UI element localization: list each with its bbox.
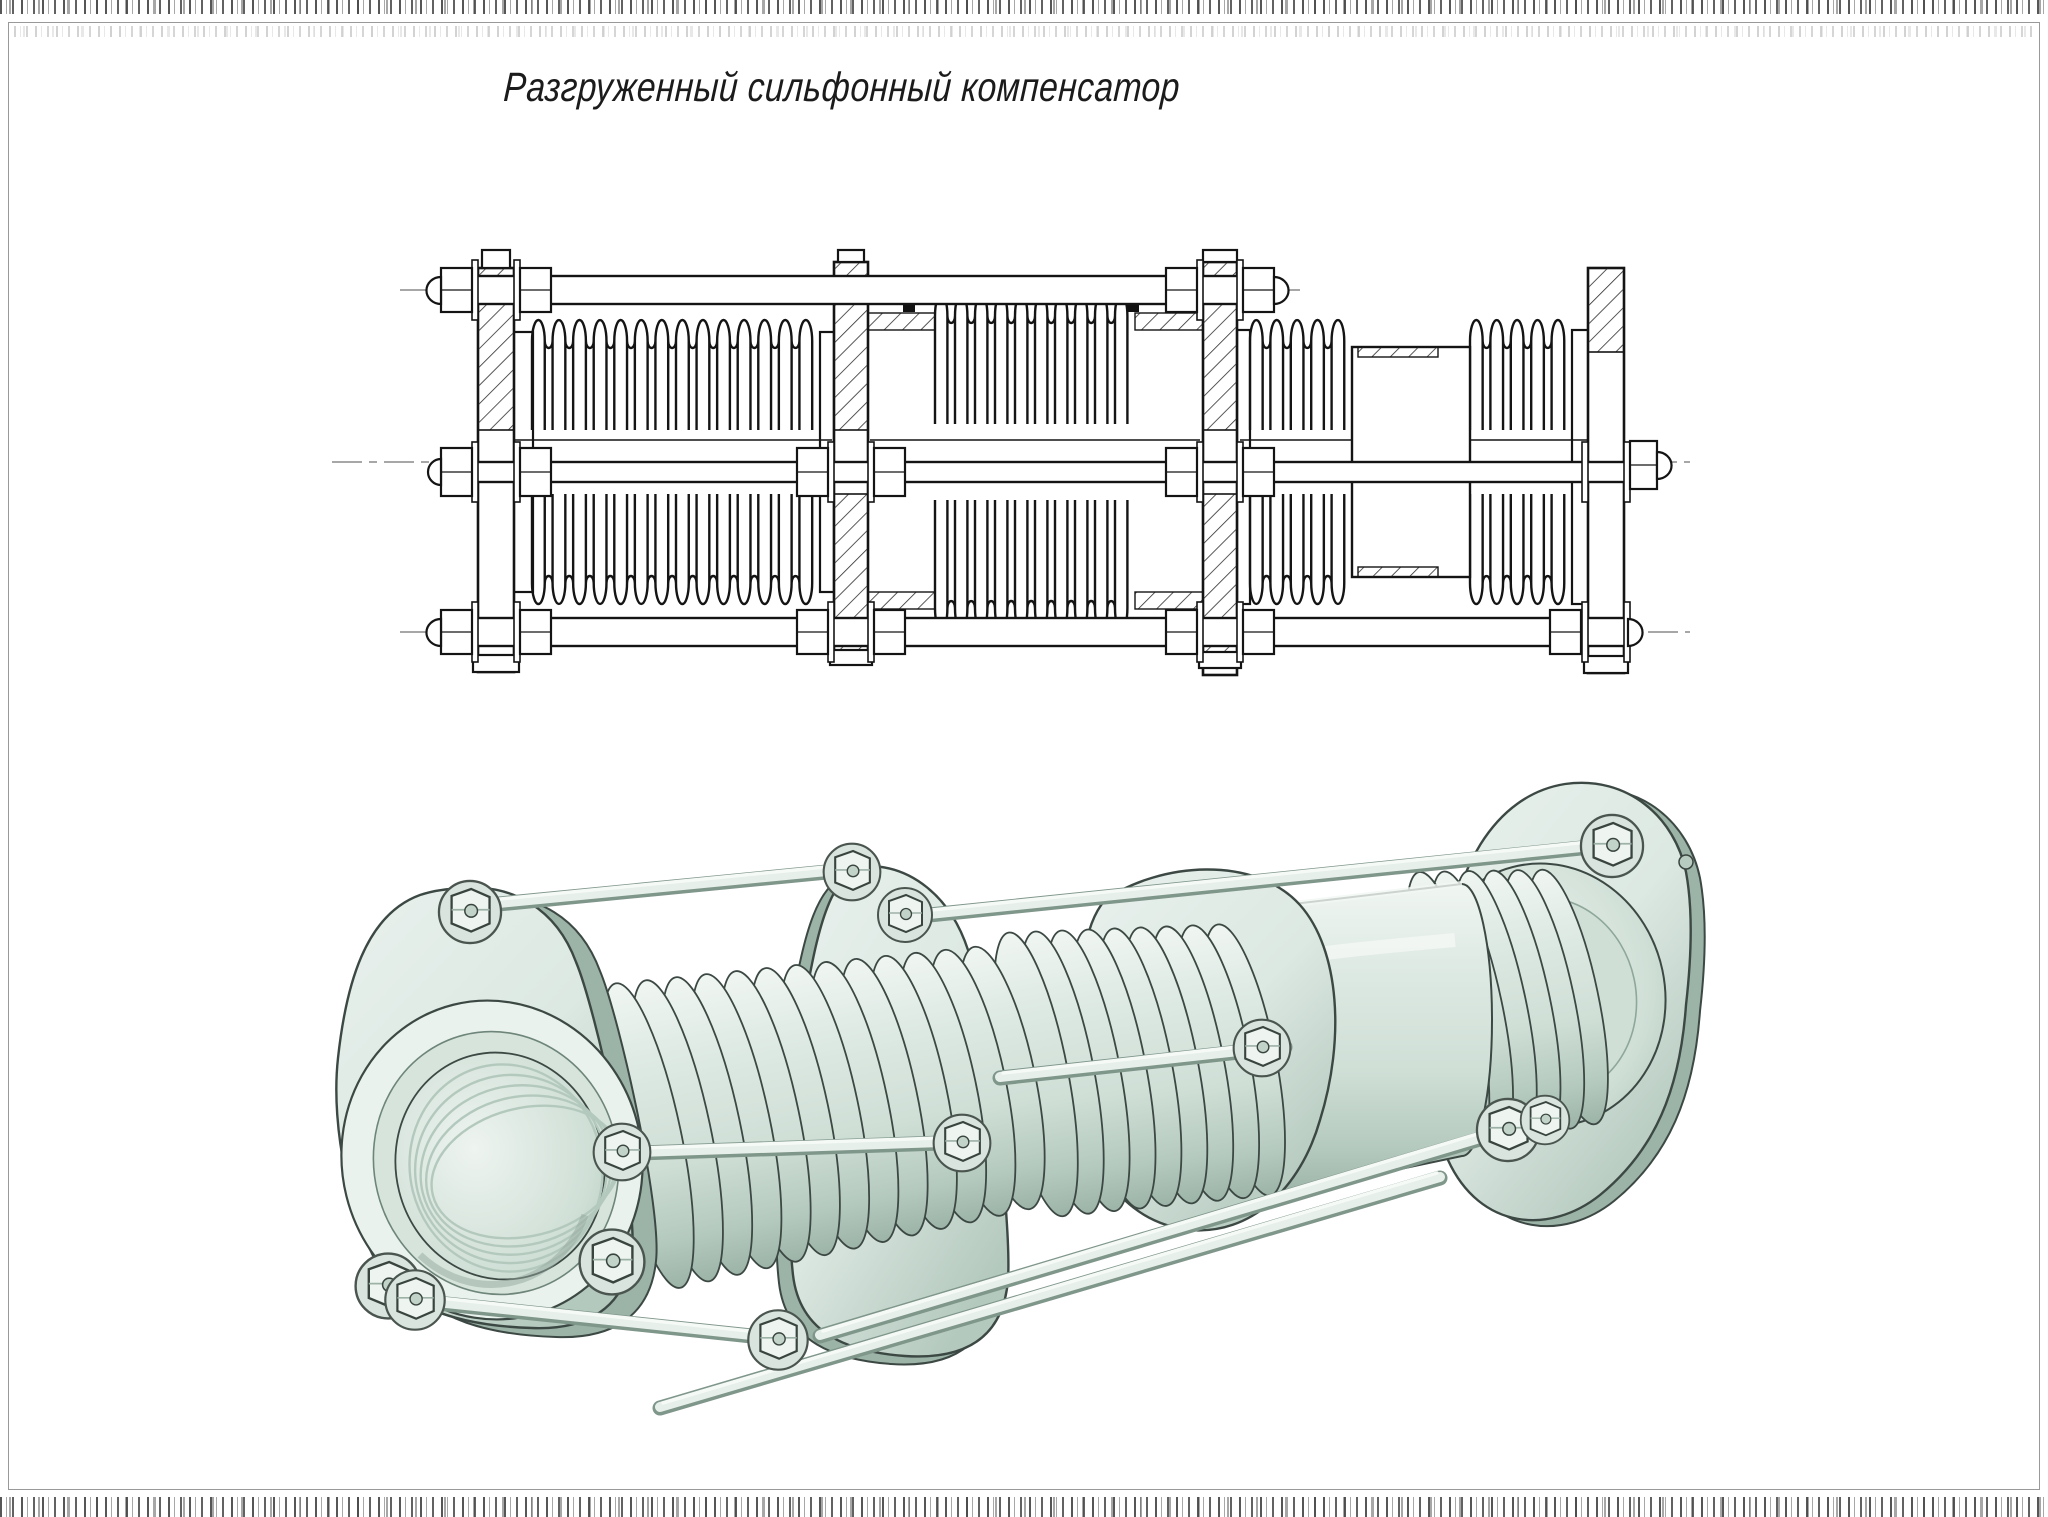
nuts [439,266,1659,656]
tie-rod-middle [450,460,1644,484]
bellows-1 [530,318,814,606]
cad-render-3d [335,781,1706,1416]
scan-noise-faint [14,26,2034,37]
rod-a-top [470,860,876,914]
scan-noise-top [0,0,2048,14]
tie-rods-3d [400,835,1638,1416]
rod-b-top [892,835,1638,926]
tie-rod-top [450,274,1273,306]
bellows-balancing [933,292,1129,632]
tie-rod-bottom [450,616,1630,648]
bellows-a-3d [601,945,1046,1289]
scan-noise-bottom [0,1497,2048,1517]
rod-a-front [602,1134,980,1162]
page-border [8,22,2040,1490]
drawing-title: Разгруженный сильфонный компенсатор [502,64,1182,110]
section-drawing-2d [332,248,1690,677]
flange-edge-bolt-tip [1678,854,1694,870]
rod-a-bottom [400,1292,798,1348]
rod-b-bottom [812,1119,1528,1344]
flange-middle-1 [828,248,874,667]
collars-and-spool [510,303,1592,610]
flange-left-3d [335,886,658,1339]
bolt-tips [425,275,1673,648]
